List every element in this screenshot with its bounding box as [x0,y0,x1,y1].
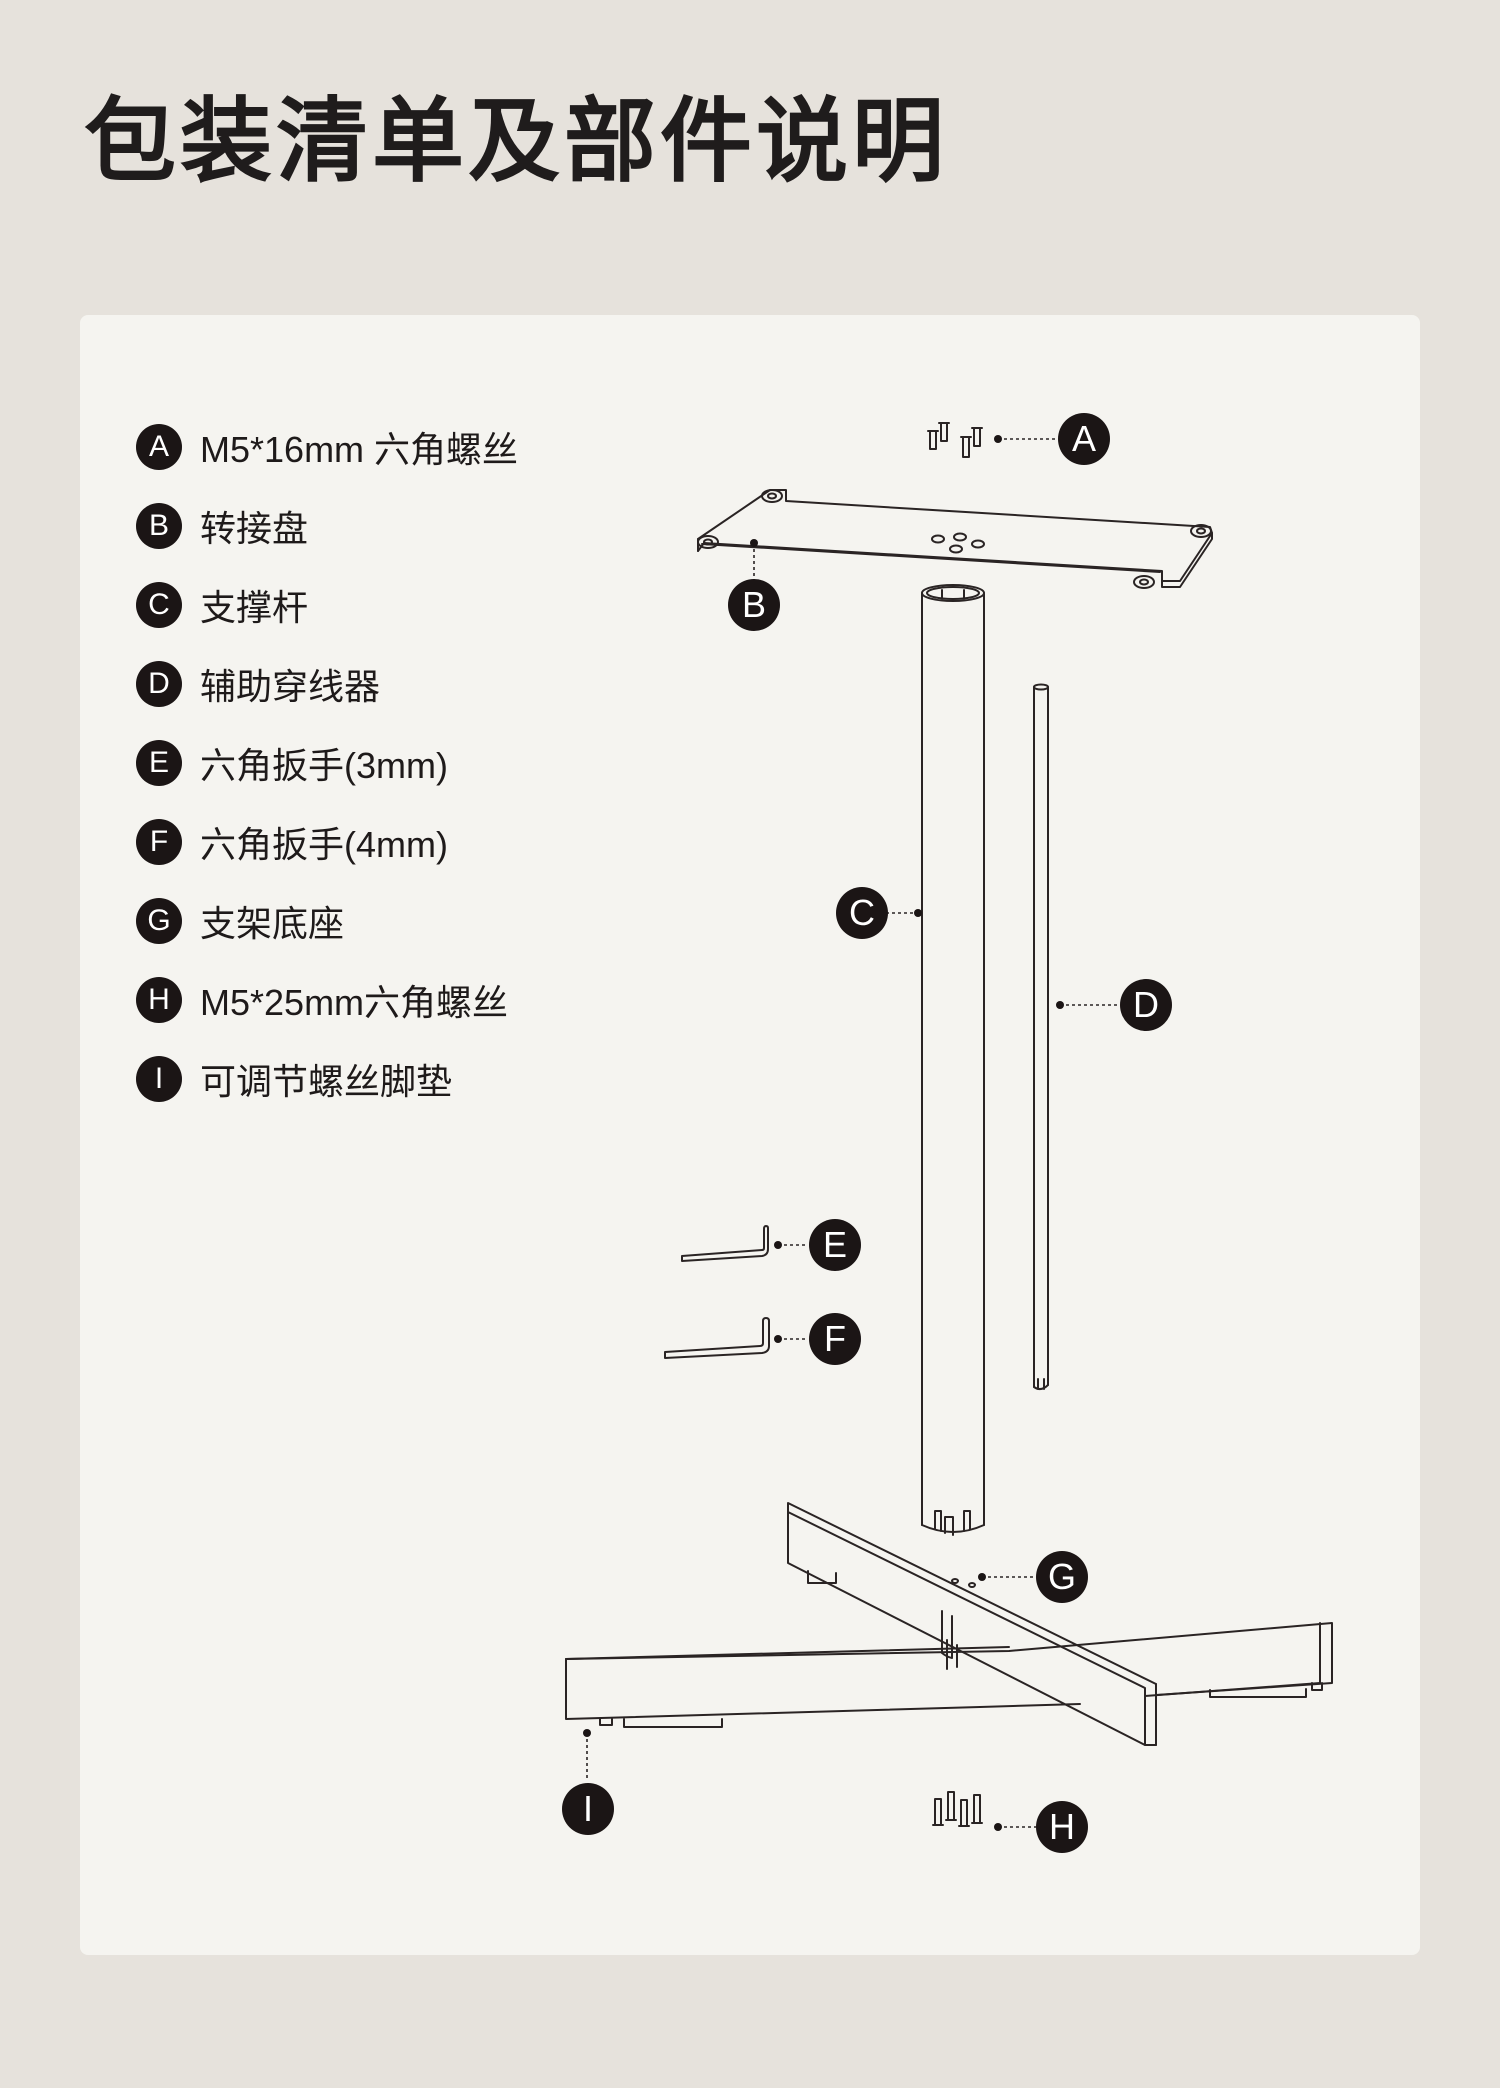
part-label-h: M5*25mm六角螺丝 [200,981,509,1023]
screws-h-illustration [932,1791,983,1827]
parts-diagram: A B C D E F G H [562,413,1333,1853]
parts-card: A M5*16mm 六角螺丝 B 转接盘 C 支撑杆 D 辅助穿线器 E 六角扳手(3mm… [80,315,1420,1955]
callout-i: I [562,1783,614,1835]
part-label-i: 可调节螺丝脚垫 [200,1060,453,1102]
callout-d: D [1120,979,1172,1031]
screws-a-illustration [927,422,983,458]
callout-c: C [836,887,888,939]
part-label-e: 六角扳手(3mm) [200,744,448,786]
part-label-f: 六角扳手(4mm) [200,823,448,865]
part-label-c: 支撑杆 [200,586,309,628]
callout-a: A [1058,413,1110,465]
callout-e-letter: E [823,1224,847,1265]
part-item-g: G 支架底座 [136,881,518,960]
support-column-illustration [921,584,985,1536]
cross-base-illustration [565,1502,1333,1746]
part-item-i: I 可调节螺丝脚垫 [136,1039,518,1118]
part-badge-e: E [136,739,182,786]
callout-g-letter: G [1048,1556,1076,1597]
part-badge-h: H [136,976,182,1023]
hex-wrench-3mm-illustration [681,1225,769,1262]
parts-list: A M5*16mm 六角螺丝 B 转接盘 C 支撑杆 D 辅助穿线器 E 六角扳手(3mm… [136,407,518,1118]
part-label-g: 支架底座 [200,902,345,944]
part-item-d: D 辅助穿线器 [136,644,518,723]
callout-h-letter: H [1049,1806,1075,1847]
callout-i-letter: I [583,1788,593,1829]
part-item-e: E 六角扳手(3mm) [136,723,518,802]
part-badge-c: C [136,581,182,628]
leader-lines [586,438,1120,1828]
part-item-c: C 支撑杆 [136,565,518,644]
callout-c-letter: C [849,892,875,933]
callout-f: F [809,1313,861,1365]
callout-b-letter: B [742,584,766,625]
part-badge-d: D [136,660,182,707]
callout-h: H [1036,1801,1088,1853]
callout-g: G [1036,1551,1088,1603]
callout-e: E [809,1219,861,1271]
part-label-d: 辅助穿线器 [200,665,381,707]
part-item-a: A M5*16mm 六角螺丝 [136,407,518,486]
part-item-b: B 转接盘 [136,486,518,565]
adapter-plate-illustration [697,489,1213,589]
part-item-h: H M5*25mm六角螺丝 [136,960,518,1039]
leader-dots [583,435,1064,1831]
callout-d-letter: D [1133,984,1159,1025]
part-item-f: F 六角扳手(4mm) [136,802,518,881]
part-label-b: 转接盘 [200,507,309,549]
hex-wrench-4mm-illustration [664,1317,770,1359]
part-badge-a: A [136,423,182,470]
page-title: 包装清单及部件说明 [84,88,949,195]
threading-rod-illustration [1033,683,1049,1391]
callout-b: B [728,579,780,631]
part-badge-f: F [136,818,182,865]
part-badge-i: I [136,1055,182,1102]
part-badge-b: B [136,502,182,549]
part-label-a: M5*16mm 六角螺丝 [200,428,519,470]
part-badge-g: G [136,897,182,944]
callout-f-letter: F [824,1318,846,1359]
callout-a-letter: A [1072,418,1096,459]
